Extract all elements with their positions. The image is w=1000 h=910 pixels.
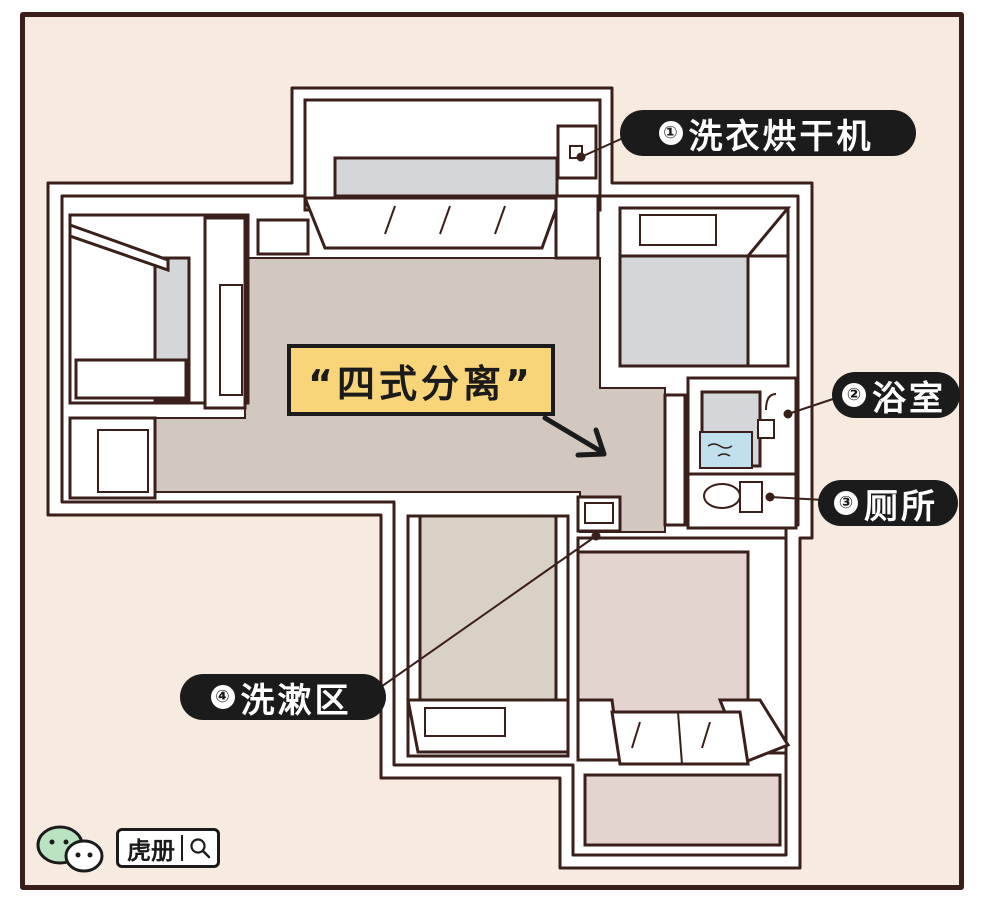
- inner-wall: [60, 98, 800, 857]
- label-number: ③: [834, 491, 858, 515]
- washbasin: [576, 495, 622, 533]
- callout-arrow: [542, 415, 607, 458]
- top-balcony: [256, 98, 602, 256]
- four-separation-callout: “四式分离”: [287, 344, 555, 416]
- brand-badge: 虎册: [36, 822, 220, 874]
- brand-name: 虎册: [127, 836, 175, 865]
- label-toilet: ③ 厕所: [818, 480, 958, 527]
- search-icon: [190, 838, 211, 859]
- lower-right-room: [576, 536, 791, 847]
- label-number: ④: [210, 685, 235, 709]
- label-wash-area: ④ 洗漱区: [180, 674, 386, 721]
- leader-lines: [367, 133, 837, 697]
- label-text: 浴室: [872, 378, 946, 419]
- label-text: 洗漱区: [240, 680, 352, 721]
- label-number: ①: [658, 121, 683, 145]
- brand-box: 虎册: [116, 828, 220, 868]
- washer-dryer: [554, 124, 600, 260]
- label-text: 厕所: [864, 486, 938, 527]
- lower-left-room: [406, 514, 570, 758]
- left-bedroom: [68, 213, 250, 500]
- wechat-icon: [36, 825, 104, 873]
- bathroom: [663, 376, 798, 530]
- label-text: 洗衣烘干机: [688, 116, 874, 157]
- label-number: ②: [842, 383, 866, 407]
- brand-divider: [181, 835, 183, 861]
- label-shower: ② 浴室: [832, 372, 960, 419]
- right-top-room: [618, 206, 792, 368]
- label-washer-dryer: ① 洗衣烘干机: [620, 110, 916, 157]
